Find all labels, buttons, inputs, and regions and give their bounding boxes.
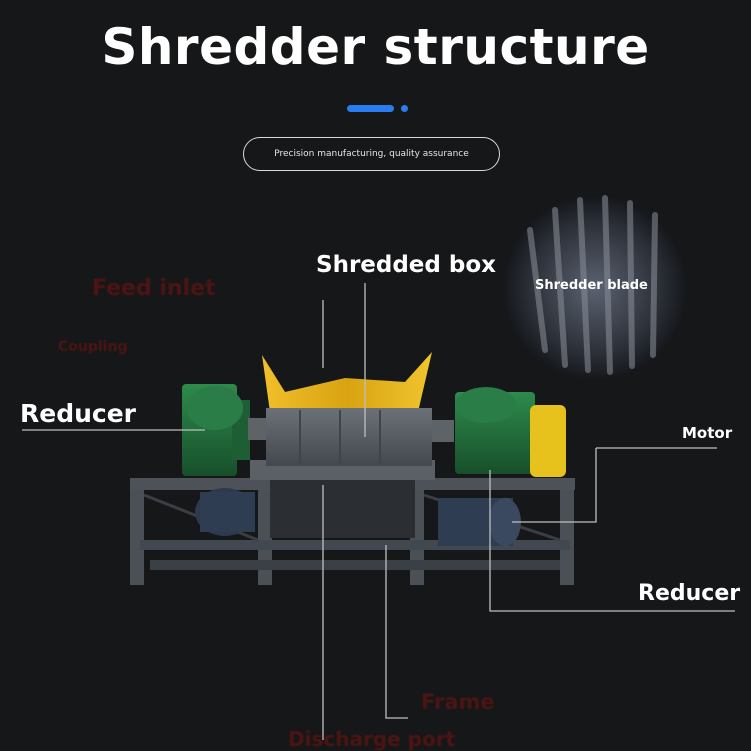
shredded-box-illustration	[266, 408, 432, 466]
label-frame: Frame	[421, 690, 495, 714]
motor-yellow-housing	[530, 405, 566, 477]
accent-dot	[401, 105, 408, 112]
label-coupling: Coupling	[58, 339, 128, 355]
reducer-left-illustration	[182, 384, 250, 476]
accent-bar	[347, 105, 394, 112]
label-reducer-left: Reducer	[20, 399, 137, 428]
shredder-blade-closeup	[503, 195, 687, 380]
subtitle-text: Precision manufacturing, quality assuran…	[274, 149, 469, 159]
frame	[130, 460, 575, 585]
page-title: Shredder structure	[101, 18, 650, 76]
feed-inlet-hopper	[262, 352, 432, 412]
coupling-illustration	[248, 418, 454, 442]
label-reducer-right: Reducer	[638, 581, 741, 606]
motor-right-illustration	[438, 498, 521, 546]
label-shredded-box: Shredded box	[316, 252, 496, 278]
subtitle-pill: Precision manufacturing, quality assuran…	[243, 137, 500, 171]
reducer-right-illustration	[455, 387, 535, 474]
leader-lines	[22, 283, 735, 740]
label-shredder-blade: Shredder blade	[535, 278, 648, 293]
label-motor: Motor	[682, 424, 733, 442]
label-discharge-port: Discharge port	[288, 727, 456, 751]
motor-left-illustration	[195, 488, 255, 536]
label-feed-inlet: Feed inlet	[92, 276, 216, 301]
